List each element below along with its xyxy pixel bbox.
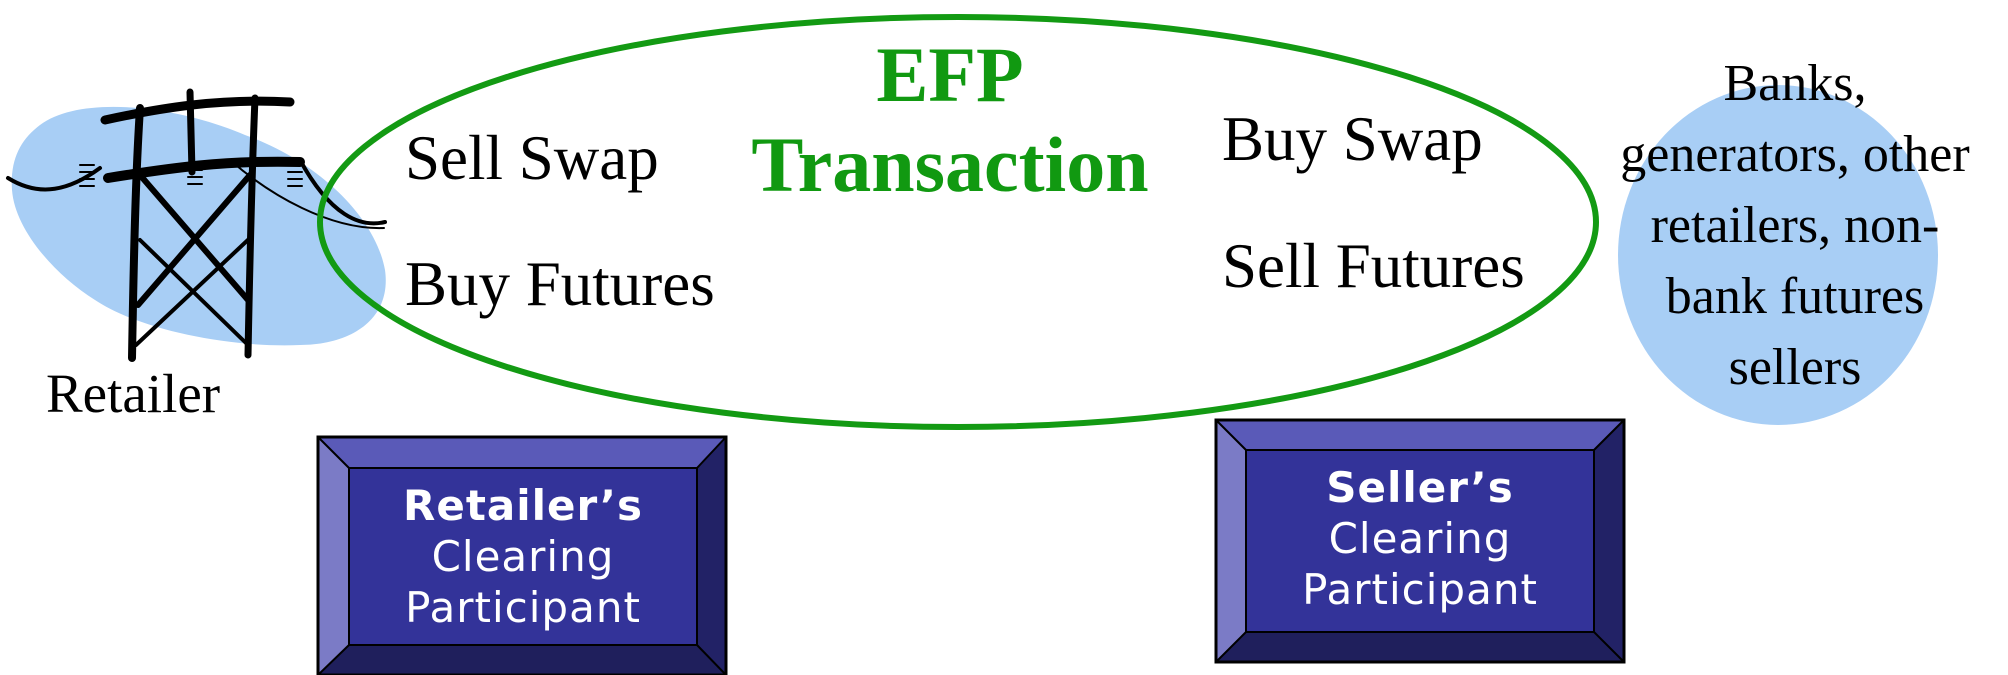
retailer-clearing-line3: Participant (405, 583, 641, 633)
counterparty-line: Banks, (1723, 55, 1867, 112)
power-pylon-icon (6, 88, 387, 362)
efp-title-line2: Transaction (751, 121, 1149, 208)
left-action-buy-futures: Buy Futures (405, 249, 715, 319)
efp-ellipse (317, 14, 1599, 430)
counterparty-blob-shape (1618, 85, 1938, 425)
counterparty-line: generators, other (1620, 126, 1970, 183)
seller-clearing-box-shape (1214, 418, 1626, 664)
retailer-clearing-participant: Retailer’s Clearing Participant (349, 480, 697, 634)
efp-title-line1: EFP (876, 31, 1024, 118)
retailer-clearing-line1: Retailer’s (403, 481, 643, 530)
counterparty-line: bank futures (1665, 268, 1925, 325)
retailer-clearing-box-shape (316, 435, 728, 675)
seller-clearing-line2: Clearing (1328, 514, 1512, 564)
retailer-clearing-line2: Clearing (431, 532, 615, 582)
counterparty-line: retailers, non- (1650, 197, 1940, 254)
seller-clearing-participant: Seller’s Clearing Participant (1246, 462, 1594, 616)
efp-title: EFP Transaction (690, 30, 1210, 210)
right-action-sell-futures: Sell Futures (1222, 231, 1525, 301)
counterparty-line: sellers (1728, 339, 1862, 396)
retailer-label: Retailer (46, 363, 221, 424)
retailer-blob-shape (11, 106, 386, 346)
counterparty-text: Banks, generators, other retailers, non-… (1590, 48, 2000, 403)
seller-clearing-line3: Participant (1302, 565, 1538, 615)
seller-clearing-line1: Seller’s (1326, 463, 1514, 512)
right-action-buy-swap: Buy Swap (1222, 104, 1483, 174)
left-action-sell-swap: Sell Swap (405, 123, 659, 193)
